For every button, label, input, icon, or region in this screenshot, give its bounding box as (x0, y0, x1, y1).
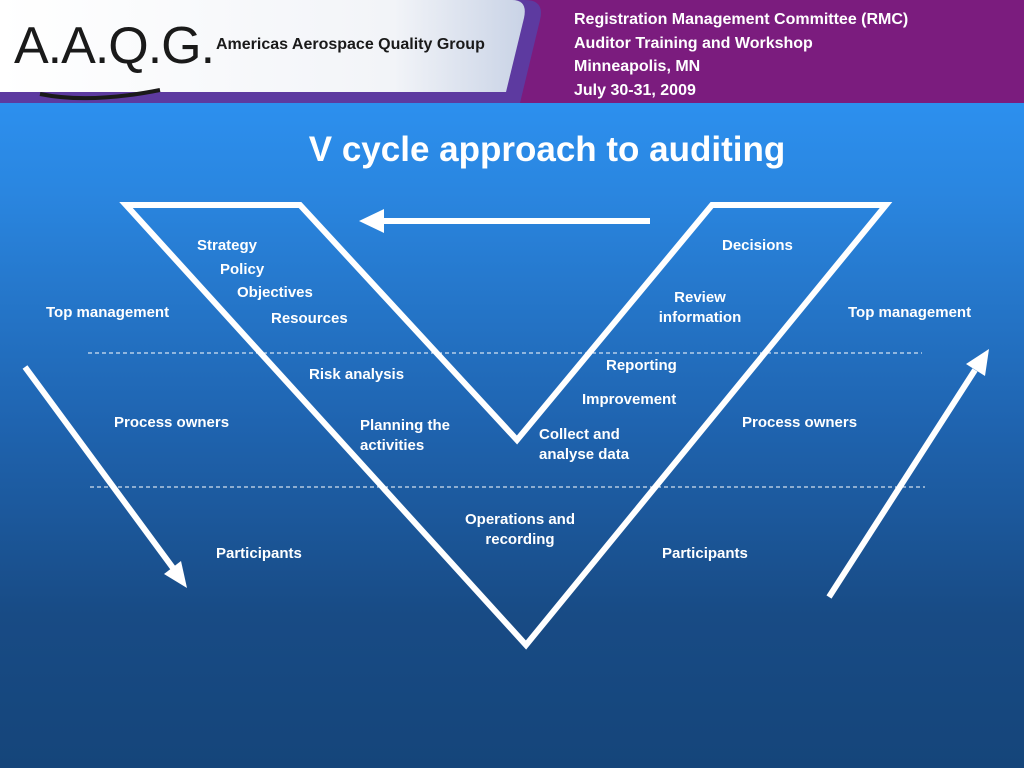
label-reporting: Reporting (606, 357, 677, 374)
page-title: V cycle approach to auditing (308, 130, 786, 169)
label-risk-analysis: Risk analysis (309, 366, 405, 383)
left-top-management: Top management (46, 304, 170, 321)
event-info: Registration Management Committee (RMC) … (574, 8, 1014, 102)
right-process-owners: Process owners (742, 414, 858, 431)
v-outline (119, 202, 893, 650)
label-resources: Resources (271, 310, 348, 327)
header: A.A.Q.G. Americas Aerospace Quality Grou… (0, 0, 1024, 103)
left-process-owners: Process owners (114, 414, 230, 431)
header-background (0, 0, 1024, 103)
left-participants: Participants (216, 545, 302, 562)
info-line: Minneapolis, MN (574, 58, 701, 75)
arrow-back-icon (359, 209, 650, 233)
right-participants: Participants (662, 545, 748, 562)
label-strategy: Strategy (197, 237, 258, 254)
info-line: July 30-31, 2009 (574, 81, 696, 99)
arrow-down-right-icon (22, 365, 187, 588)
logo-letters: A.A.Q.G. (14, 17, 215, 75)
label-collect: Collect and analyse data (539, 426, 630, 463)
label-review: Review information (658, 289, 742, 326)
label-policy: Policy (220, 261, 265, 278)
info-line: Auditor Training and Workshop (574, 34, 813, 52)
logo-name: Americas Aerospace Quality Group (216, 36, 485, 53)
label-planning: Planning the activities (360, 417, 450, 454)
label-improvement: Improvement (582, 391, 677, 408)
label-operations: Operations and recording (464, 511, 576, 548)
label-decisions: Decisions (722, 237, 793, 254)
right-top-management: Top management (848, 304, 972, 321)
label-objectives: Objectives (237, 284, 313, 301)
info-line: Registration Management Committee (RMC) (574, 11, 909, 28)
arrow-up-right-icon (826, 349, 989, 599)
